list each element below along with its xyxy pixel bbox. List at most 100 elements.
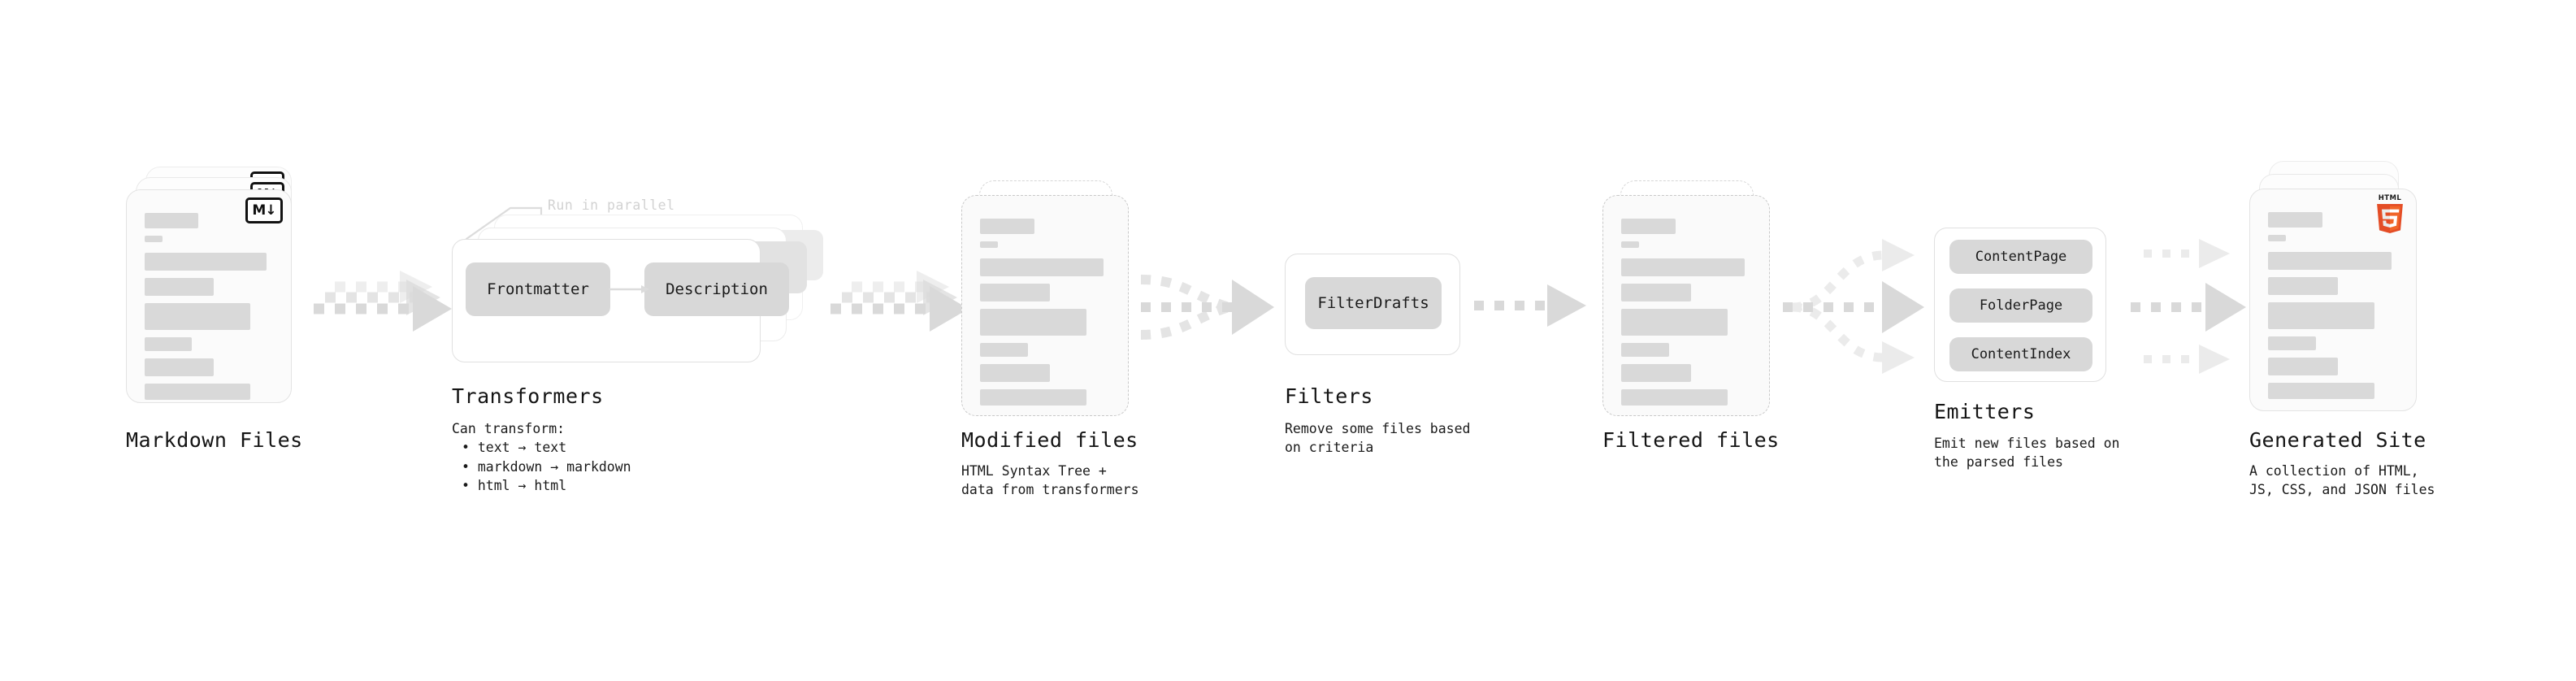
skeleton-bar [980,309,1087,336]
filter-chip-label: FilterDrafts [1317,294,1429,312]
emitter-chip-label: ContentIndex [1971,346,2071,362]
stage-title-emitters: Emitters [1934,400,2036,423]
emitter-chip-label: ContentPage [1975,249,2067,265]
stage-emitters: ContentPage FolderPage ContentIndex [1934,228,2106,382]
emitter-chip-label: FolderPage [1979,297,2063,314]
emitter-chip-folderpage[interactable]: FolderPage [1949,288,2092,323]
transform-arrow-icon [609,285,649,293]
transformer-chip-description[interactable]: Description [644,262,789,316]
modified-card-stack [961,180,1140,424]
stage-subtitle-emitters: Emit new files based on the parsed files [1934,436,2120,471]
arrow-markdown-to-transformers [309,268,459,349]
stacked-dotted-arrow-icon [830,271,969,332]
skeleton-bar [2268,383,2375,399]
skeleton-bar [980,364,1051,382]
skeleton-bar [145,278,215,296]
skeleton-bar [145,303,250,330]
merge-dotted-arrow-icon [1140,275,1274,340]
stage-subtitle-filters: Remove some files based on criteria [1285,421,1471,456]
skeleton-bar [1621,343,1670,357]
markdown-icon-label: M↓ [252,202,276,219]
stage-title-generated-site: Generated Site [2249,428,2426,452]
skeleton-bar [1621,389,1728,406]
stage-filtered-files [1602,180,1781,424]
html5-icon-label: HTML [2378,194,2402,202]
skeleton-bar [2268,252,2392,270]
arrow-filters-to-filtered [1471,283,1601,348]
bullet-item: • html → html [462,478,567,494]
site-card-stack: CSS HTML [2249,161,2436,421]
skeleton-bar [1621,241,1640,248]
arrow-emitters-to-site [2119,236,2266,382]
transformers-bullets: Can transform: • text → text • markdown … [452,419,631,496]
bullet-item: • markdown → markdown [462,458,631,475]
transformers-card-stack: Run in parallel [452,192,826,379]
skeleton-bar [145,337,193,351]
emitter-chip-contentpage[interactable]: ContentPage [1949,240,2092,274]
skeleton-bar [980,389,1087,406]
file-content-skeleton [962,196,1128,415]
stage-title-filtered-files: Filtered files [1602,428,1780,452]
stage-subtitle-generated-site: A collection of HTML, JS, CSS, and JSON … [2249,463,2435,498]
stage-title-filters: Filters [1285,384,1373,408]
skeleton-bar [980,219,1035,234]
skeleton-bar [980,258,1104,276]
skeleton-bar [145,236,163,242]
file-content-skeleton [2250,189,2416,410]
emitter-chip-contentindex[interactable]: ContentIndex [1949,337,2092,371]
bullets-intro: Can transform: [452,421,566,436]
skeleton-bar [2268,235,2287,241]
transformer-chip-label: Description [666,280,768,298]
skeleton-bar [2268,336,2317,350]
stacked-dotted-arrow-icon [314,271,452,332]
html5-icon: HTML [2374,194,2406,233]
skeleton-bar [980,343,1029,357]
skeleton-bar [2268,302,2375,329]
triple-dotted-arrow-icon [2131,239,2246,374]
file-content-skeleton [127,190,291,402]
run-in-parallel-label: Run in parallel [548,197,675,213]
filtered-card-stack [1602,180,1781,424]
stage-subtitle-modified-files: HTML Syntax Tree + data from transformer… [961,463,1139,498]
markdown-card-stack: M↓ M↓ M↓ [126,167,309,423]
bullet-item: • text → text [462,440,567,456]
filters-group-box: FilterDrafts [1285,254,1460,355]
skeleton-bar [1621,364,1692,382]
arrow-filtered-to-emitters [1780,234,1934,384]
stage-transformers: Run in parallel [452,192,826,379]
transformer-chip-label: Frontmatter [487,280,589,298]
emitters-group-box: ContentPage FolderPage ContentIndex [1934,228,2106,382]
skeleton-bar [145,358,215,376]
skeleton-bar [980,284,1051,301]
markdown-card-front: M↓ [126,189,292,403]
stage-generated-site: CSS HTML [2249,161,2436,421]
stage-filters: FilterDrafts [1285,254,1460,355]
stage-title-transformers: Transformers [452,384,604,408]
arrow-transformers-to-modified [826,268,976,349]
transformer-card-front: Frontmatter Description [452,239,789,362]
stage-markdown-files: M↓ M↓ M↓ [126,167,309,423]
stage-modified-files [961,180,1140,424]
skeleton-bar [980,241,999,248]
filter-chip-filterdrafts[interactable]: FilterDrafts [1305,277,1442,329]
skeleton-bar [1621,258,1745,276]
skeleton-bar [1621,219,1676,234]
skeleton-bar [145,384,250,400]
skeleton-bar [2268,358,2339,375]
markdown-icon: M↓ [245,197,283,223]
stage-title-modified-files: Modified files [961,428,1138,452]
arrow-modified-to-filters [1138,262,1288,367]
single-dotted-arrow-icon [1474,284,1586,327]
branch-dotted-arrow-icon [1783,239,1924,374]
skeleton-bar [1621,284,1692,301]
filtered-card-front [1602,195,1770,416]
skeleton-bar [1621,309,1728,336]
skeleton-bar [145,213,199,228]
skeleton-bar [2268,277,2339,295]
stage-title-markdown-files: Markdown Files [126,428,303,452]
transformer-chip-frontmatter[interactable]: Frontmatter [466,262,610,316]
site-card-html: HTML [2249,189,2417,411]
skeleton-bar [145,253,267,271]
html5-shield-icon [2377,204,2403,233]
